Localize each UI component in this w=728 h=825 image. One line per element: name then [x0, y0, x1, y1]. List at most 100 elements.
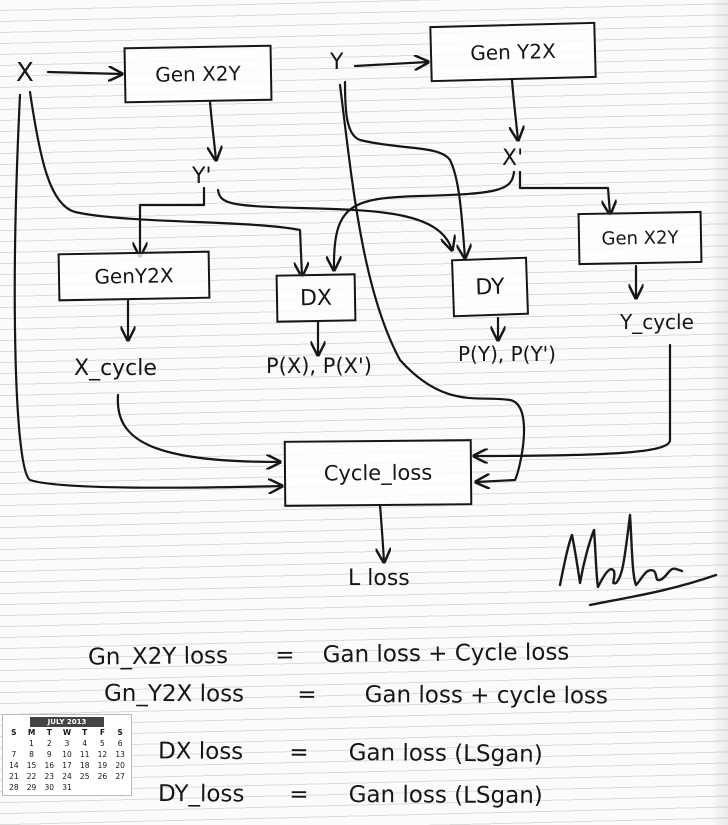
- calendar-title: JULY 2013: [30, 717, 104, 727]
- dx-label: DX: [299, 285, 333, 311]
- calendar-day: 24: [62, 772, 72, 781]
- output-loss-label: L loss: [348, 566, 410, 591]
- arrow-yprime-to-geny2x-cycle: [140, 186, 206, 256]
- calendar-sticker: JULY 2013 S M T W T F S 1 2 3 4 5 6 7 8 …: [2, 714, 132, 796]
- gen-y2x-box: Gen Y2X: [429, 21, 597, 83]
- equation-rhs: Gan loss (LSgan): [348, 739, 543, 768]
- x-cycle-label: X_cycle: [74, 356, 157, 381]
- arrow-genx2y-to-yprime: [210, 100, 216, 160]
- calendar-day: 30: [44, 783, 55, 792]
- calendar-day: 18: [79, 761, 90, 770]
- signature: [558, 513, 718, 607]
- gen-y2x-label: Gen Y2X: [469, 38, 557, 66]
- gen-y2x-cycle-box: GenY2X: [57, 250, 211, 302]
- equation-op: =: [289, 739, 309, 766]
- calendar-weekday: T: [46, 728, 52, 737]
- dx-box: DX: [275, 273, 357, 323]
- input-x-label: X: [16, 58, 34, 88]
- calendar-day: 31: [62, 783, 72, 792]
- y-prime-label: Y': [192, 164, 212, 189]
- calendar-day: 22: [26, 772, 37, 781]
- calendar-day: 28: [9, 783, 19, 792]
- dy-box: DY: [451, 256, 529, 318]
- arrow-x-to-dx: [28, 90, 302, 276]
- calendar-day: 19: [97, 761, 108, 770]
- py-label: P(Y), P(Y'): [458, 342, 556, 366]
- calendar-day: 12: [97, 750, 108, 759]
- calendar-day: 7: [11, 750, 17, 759]
- equation-lhs: DY_loss: [157, 780, 245, 808]
- calendar-day: 21: [9, 772, 19, 781]
- calendar-day: 5: [100, 739, 105, 748]
- calendar-day: [111, 783, 129, 792]
- calendar-day: 9: [46, 750, 52, 759]
- calendar-weekday: S: [117, 728, 123, 737]
- gen-x2y-cycle-label: Gen X2Y: [601, 226, 679, 250]
- arrow-x-to-cycleloss: [13, 93, 282, 488]
- equation-row: Gn_X2Y loss = Gan loss + Cycle loss: [87, 639, 570, 671]
- calendar-grid: S M T W T F S 1 2 3 4 5 6 7 8 9 10 11 12…: [3, 728, 131, 792]
- equation-rhs: Gan loss + Cycle loss: [322, 639, 570, 669]
- equation-op: =: [275, 642, 295, 669]
- x-prime-label: X': [502, 146, 524, 171]
- arrow-cycleloss-to-loss: [380, 503, 384, 562]
- equation-op: =: [289, 781, 309, 808]
- calendar-weekday: T: [82, 728, 88, 737]
- calendar-day: 2: [46, 739, 52, 748]
- calendar-day: 23: [44, 772, 55, 781]
- equation-row: DY_loss = Gan loss (LSgan): [157, 780, 543, 809]
- calendar-day: 15: [26, 761, 37, 770]
- equation-lhs: DX loss: [157, 738, 244, 766]
- y-cycle-label: Y_cycle: [620, 310, 694, 334]
- calendar-day: 6: [117, 739, 123, 748]
- arrow-xcycle-to-cycleloss: [116, 393, 280, 462]
- arrow-xprime-to-dx: [334, 170, 516, 270]
- calendar-day: 3: [64, 739, 70, 748]
- calendar-day: 20: [115, 761, 125, 770]
- calendar-day: 17: [62, 761, 72, 770]
- calendar-weekday: S: [11, 728, 17, 737]
- gen-y2x-cycle-label: GenY2X: [94, 263, 174, 289]
- calendar-day: [94, 783, 112, 792]
- equation-lhs: Gn_X2Y loss: [87, 643, 229, 671]
- gen-x2y-cycle-box: Gen X2Y: [577, 210, 703, 266]
- arrow-xprime-to-genx2y-cycle: [518, 170, 610, 214]
- calendar-day: 13: [115, 750, 125, 759]
- calendar-day: 1: [29, 739, 34, 748]
- calendar-day: 8: [29, 750, 34, 759]
- calendar-weekday: W: [62, 728, 72, 737]
- calendar-day: 11: [79, 750, 90, 759]
- calendar-day: 29: [26, 783, 37, 792]
- arrow-y-to-cycleloss: [338, 83, 526, 482]
- calendar-day: [76, 783, 94, 792]
- calendar-day: 26: [97, 772, 108, 781]
- cycle-loss-label: Cycle_loss: [323, 460, 433, 486]
- calendar-day: 25: [79, 772, 90, 781]
- input-y-label: Y: [330, 50, 344, 75]
- arrow-yprime-to-dy: [216, 188, 452, 250]
- equation-rhs: Gan loss + cycle loss: [364, 682, 609, 710]
- calendar-weekday: M: [27, 728, 36, 737]
- equation-row: DX loss = Gan loss (LSgan): [157, 738, 543, 768]
- gen-x2y-box: Gen X2Y: [123, 44, 273, 104]
- arrow-y-to-dy: [343, 80, 465, 258]
- calendar-weekday: F: [99, 728, 105, 737]
- calendar-day: 27: [115, 772, 125, 781]
- px-label: P(X), P(X'): [266, 354, 372, 378]
- calendar-day: [5, 739, 23, 748]
- calendar-day: 4: [82, 739, 88, 748]
- equation-row: Gn_Y2X loss = Gan loss + cycle loss: [103, 680, 609, 710]
- calendar-day: 16: [44, 761, 55, 770]
- arrow-geny2x-to-xprime: [512, 78, 518, 140]
- equation-lhs: Gn_Y2X loss: [103, 680, 245, 708]
- arrow-x-to-genx2y: [46, 72, 122, 74]
- arrow-y-to-geny2x: [353, 62, 428, 66]
- calendar-day: 10: [62, 750, 72, 759]
- calendar-day: 14: [9, 761, 19, 770]
- cycle-loss-box: Cycle_loss: [283, 439, 473, 507]
- arrow-ycycle-to-cycleloss: [474, 343, 672, 456]
- gen-x2y-label: Gen X2Y: [155, 61, 241, 87]
- page-edge-shadow: [710, 0, 728, 825]
